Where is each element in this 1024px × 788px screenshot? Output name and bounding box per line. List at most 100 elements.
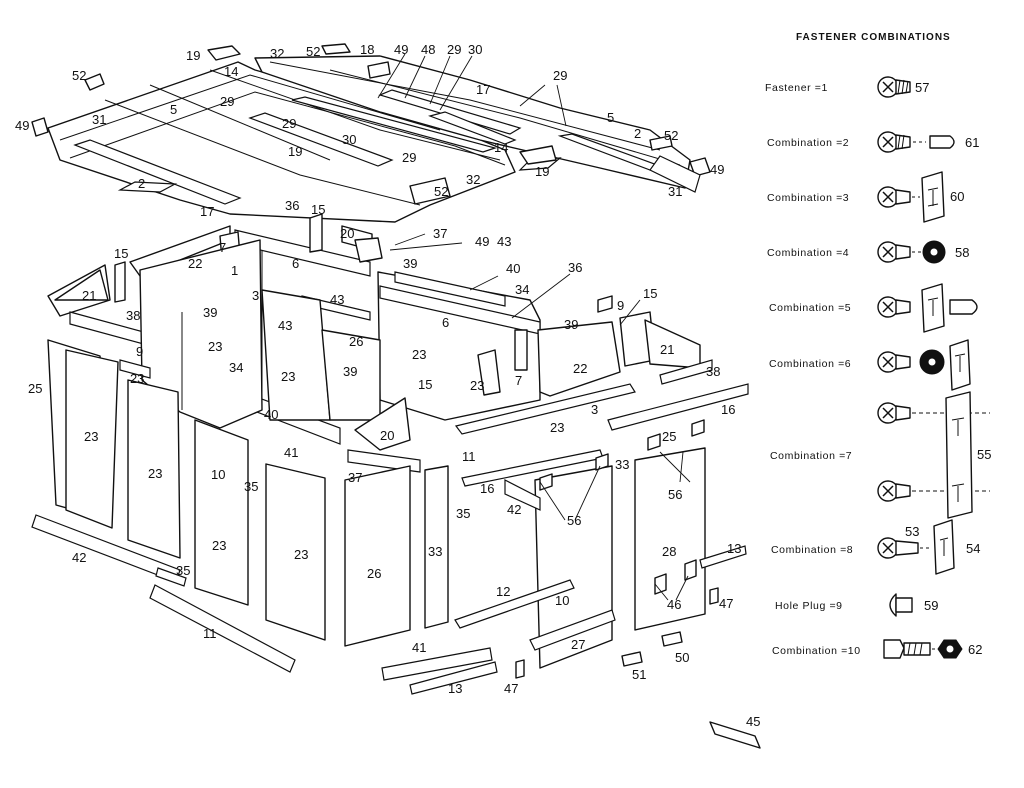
clip-plate-icon [933, 519, 955, 575]
callout: 17 [476, 82, 490, 97]
callout: 49 [710, 162, 724, 177]
part-45 [709, 721, 761, 749]
callout: 49 [475, 234, 489, 249]
callout: 2 [634, 126, 641, 141]
screw-icon [877, 296, 911, 318]
callout: 37 [433, 226, 447, 241]
callout: 29 [402, 150, 416, 165]
callout: 19 [288, 144, 302, 159]
nut-icon [937, 639, 963, 659]
fastener-legend: FASTENER COMBINATIONS Fastener =1 57 Com… [765, 32, 991, 659]
legend-row-label: Combination =10 [772, 645, 861, 657]
callout: 22 [188, 256, 202, 271]
cap-nut-icon [929, 135, 955, 149]
callout: 45 [746, 714, 760, 729]
callout: 31 [92, 112, 106, 127]
callout: 11 [203, 626, 217, 641]
callout: 34 [229, 360, 243, 375]
callout: 30 [468, 42, 482, 57]
callout: 29 [447, 42, 461, 57]
wall-panel [65, 349, 119, 529]
callout: 21 [660, 342, 674, 357]
callout: 43 [497, 234, 511, 249]
callout: 39 [203, 305, 217, 320]
callout: 20 [340, 226, 354, 241]
callout: 49 [394, 42, 408, 57]
callout: 42 [507, 502, 521, 517]
wall-panel [127, 379, 181, 559]
callout: 38 [126, 308, 140, 323]
callout: 56 [567, 513, 581, 528]
callout: 23 [412, 347, 426, 362]
callout: 15 [114, 246, 128, 261]
clip-strip-icon [945, 391, 973, 519]
callout: 43 [278, 318, 292, 333]
callout: 26 [349, 334, 363, 349]
door-panel [424, 465, 449, 629]
callout: 32 [270, 46, 284, 61]
callout: 15 [418, 377, 432, 392]
callout: 39 [403, 256, 417, 271]
legend-part-number: 54 [966, 541, 980, 556]
callout: 52 [664, 128, 678, 143]
wall-panel [194, 419, 249, 606]
callout: 52 [434, 184, 448, 199]
callout: 23 [470, 378, 484, 393]
callout: 25 [28, 381, 42, 396]
callout: 23 [281, 369, 295, 384]
callout: 47 [504, 681, 518, 696]
legend-row-label: Combination =6 [769, 358, 851, 370]
callout: 36 [285, 198, 299, 213]
callout: 16 [721, 402, 735, 417]
callout: 3 [252, 288, 259, 303]
callout: 37 [348, 470, 362, 485]
callout: 6 [292, 256, 299, 271]
callout: 14 [224, 64, 238, 79]
callout: 52 [72, 68, 86, 83]
callout: 12 [496, 584, 510, 599]
callout: 47 [719, 596, 733, 611]
callout: 39 [343, 364, 357, 379]
callout: 35 [244, 479, 258, 494]
legend-part-number: 58 [955, 245, 969, 260]
legend-row-label: Combination =8 [771, 544, 853, 556]
screw-icon [877, 76, 911, 98]
callout: 31 [668, 184, 682, 199]
roof-assembly [31, 43, 711, 223]
callout: 34 [515, 282, 529, 297]
callout: 15 [643, 286, 657, 301]
callout: 33 [428, 544, 442, 559]
callout: 48 [421, 42, 435, 57]
callout: 5 [607, 110, 614, 125]
callout: 56 [668, 487, 682, 502]
hole-plug-icon [889, 593, 913, 617]
callout: 32 [466, 172, 480, 187]
callout: 19 [535, 164, 549, 179]
callout: 40 [264, 407, 278, 422]
callout: 40 [506, 261, 520, 276]
callout: 23 [550, 420, 564, 435]
callout: 9 [617, 298, 624, 313]
legend-part-number: 60 [950, 189, 964, 204]
callout: 10 [211, 467, 225, 482]
screw-icon [877, 537, 919, 559]
leader-lines [377, 53, 691, 601]
callout: 13 [727, 541, 741, 556]
door-panel [344, 465, 411, 647]
callout: 21 [82, 288, 96, 303]
callout: 25 [662, 429, 676, 444]
washer-icon [922, 240, 946, 264]
callout: 43 [330, 292, 344, 307]
bolt-icon [883, 639, 931, 659]
callout: 22 [573, 361, 587, 376]
callout: 36 [568, 260, 582, 275]
callout: 35 [176, 563, 190, 578]
cap-nut-icon [949, 299, 978, 315]
callout: 19 [186, 48, 200, 63]
screw-icon [877, 402, 911, 424]
door-panel [634, 447, 706, 631]
callout: 23 [208, 339, 222, 354]
legend-part-number: 53 [905, 524, 919, 539]
screw-icon [877, 186, 911, 208]
